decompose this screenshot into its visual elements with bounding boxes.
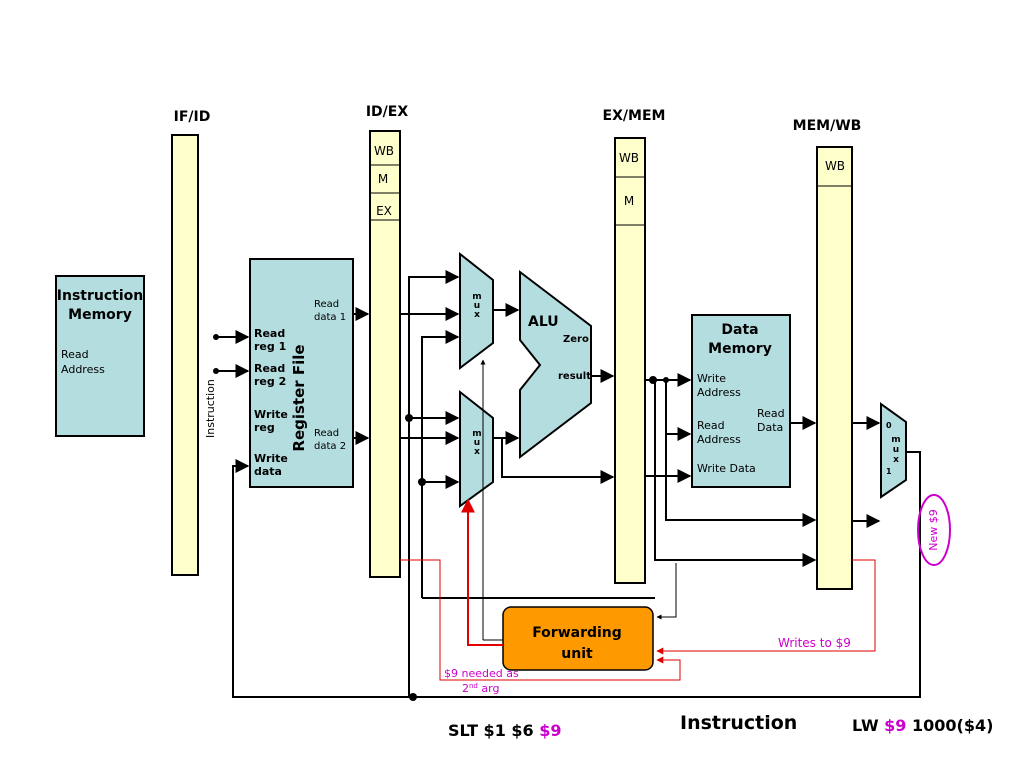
id-ex-label: ID/EX	[366, 104, 409, 120]
read-data-2-label-2: data 2	[314, 441, 346, 452]
id-ex-field-m: M	[378, 172, 388, 186]
mem-wb-field-wb: WB	[825, 159, 845, 173]
dm-write-address-label: Write	[697, 372, 726, 385]
svg-text:x: x	[474, 310, 480, 320]
instruction-memory-title: Instruction	[57, 288, 143, 304]
dm-read-address-label: Read	[697, 419, 725, 432]
instruction-memory-port-2: Address	[61, 363, 105, 376]
svg-text:x: x	[474, 447, 480, 457]
instruction-memory	[55, 275, 145, 437]
forwarding-unit-label-2: unit	[561, 646, 593, 662]
id-ex-register	[369, 130, 401, 578]
svg-text:m: m	[472, 292, 481, 302]
needed-annotation-2: 2nd arg	[462, 682, 499, 695]
instruction-memory-port: Read	[61, 348, 89, 361]
id-ex-field-wb: WB	[374, 144, 394, 158]
register-file	[249, 258, 354, 488]
id-ex-field-ex: EX	[376, 204, 392, 218]
read-data-2-label: Read	[314, 428, 339, 439]
write-reg-label-2: reg	[254, 421, 275, 434]
dm-read-data-label: Read	[757, 407, 785, 420]
dm-write-address-label-2: Address	[697, 386, 741, 399]
svg-text:x: x	[893, 455, 899, 465]
dm-read-address-label-2: Address	[697, 433, 741, 446]
alu-result-label: result	[558, 371, 591, 382]
svg-text:m: m	[472, 429, 481, 439]
dm-read-data-label-2: Data	[757, 421, 783, 434]
read-reg-2-label-2: reg 2	[254, 375, 286, 388]
ex-mem-field-m: M	[624, 194, 634, 208]
writeback-mux	[880, 402, 907, 499]
if-id-register	[171, 134, 199, 576]
needed-annotation: $9 needed as	[444, 667, 519, 680]
svg-text:u: u	[474, 438, 480, 448]
read-data-1-label: Read	[314, 299, 339, 310]
if-id-label: IF/ID	[174, 109, 211, 125]
new-value-callout	[917, 494, 951, 566]
new-value-annotation: New $9	[927, 509, 940, 551]
ex-mem-field-wb: WB	[619, 151, 639, 165]
svg-text:u: u	[893, 445, 899, 455]
lw-instruction: LW $9 1000($4)	[852, 716, 993, 735]
alu	[519, 269, 592, 460]
upper-alu-mux	[459, 251, 494, 371]
slt-instruction: SLT $1 $6 $9	[448, 721, 562, 740]
instruction-stage-label: Instruction	[680, 712, 797, 734]
data-memory-title-2: Memory	[708, 341, 772, 357]
mem-wb-label: MEM/WB	[793, 118, 862, 134]
alu-zero-label: Zero	[563, 334, 589, 345]
read-reg-1-label: Read	[254, 327, 285, 340]
svg-text:1: 1	[886, 467, 892, 476]
dm-write-data-label: Write Data	[697, 462, 756, 475]
svg-text:m: m	[891, 435, 900, 445]
read-reg-2-label: Read	[254, 362, 285, 375]
instruction-wire-label: Instruction	[204, 379, 217, 438]
ex-mem-register	[614, 137, 646, 584]
forwarding-unit-label: Forwarding	[532, 625, 622, 641]
read-data-1-label-2: data 1	[314, 312, 346, 323]
data-memory-title: Data	[721, 322, 758, 338]
instruction-memory-title-2: Memory	[68, 307, 132, 323]
ex-mem-label: EX/MEM	[603, 108, 666, 124]
lower-alu-mux	[459, 389, 494, 508]
alu-title: ALU	[528, 314, 559, 330]
write-data-label-2: data	[254, 465, 282, 478]
write-reg-label: Write	[254, 408, 288, 421]
forwarding-unit	[502, 606, 654, 671]
mem-wb-register	[816, 146, 853, 590]
read-reg-1-label-2: reg 1	[254, 340, 286, 353]
svg-text:0: 0	[886, 421, 892, 430]
write-data-label: Write	[254, 452, 288, 465]
data-memory	[691, 314, 791, 488]
writes-to-annotation: Writes to $9	[778, 636, 851, 650]
svg-text:u: u	[474, 301, 480, 311]
register-file-title: Register File	[290, 344, 308, 451]
